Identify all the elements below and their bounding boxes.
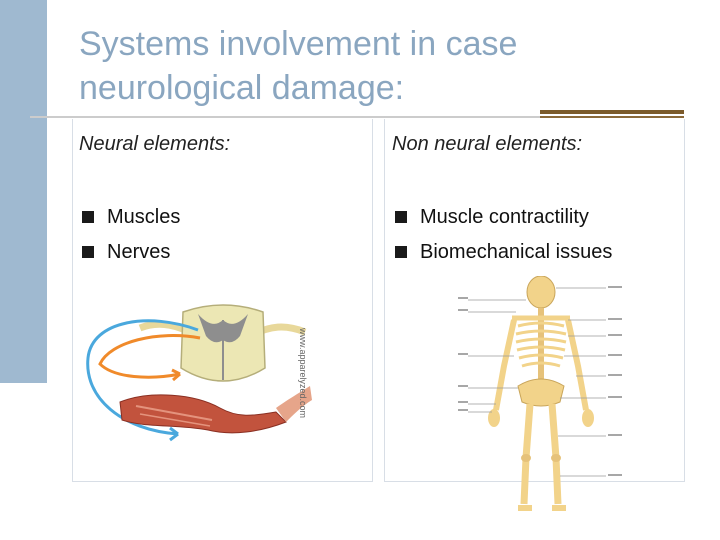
- left-column-panel: [72, 119, 373, 482]
- skeleton-illustration: [458, 276, 622, 511]
- list-item: Muscle contractility: [392, 200, 612, 235]
- list-item: Nerves: [79, 235, 180, 270]
- square-bullet-icon: [82, 211, 94, 223]
- title-divider: [30, 116, 540, 118]
- title-accent-rule: [540, 110, 684, 114]
- square-bullet-icon: [82, 246, 94, 258]
- spinal-reflex-illustration: [86, 304, 312, 442]
- non-neural-elements-list: Muscle contractility Biomechanical issue…: [392, 200, 612, 270]
- accent-bar-gap: [47, 0, 50, 383]
- bullet-text: Muscle contractility: [420, 206, 589, 228]
- right-column-panel: [384, 119, 685, 482]
- bullet-text: Nerves: [107, 241, 171, 263]
- list-item: Muscles: [79, 200, 180, 235]
- slide-title: Systems involvement in case neurological…: [79, 25, 518, 107]
- non-neural-elements-heading: Non neural elements:: [392, 133, 583, 155]
- accent-bar: [0, 0, 47, 383]
- neural-elements-list: Muscles Nerves: [79, 200, 180, 270]
- list-item: Biomechanical issues: [392, 235, 612, 270]
- watermark-text: www.apparelyzed.com: [298, 328, 308, 419]
- title-accent-rule-lower: [540, 116, 684, 118]
- image-watermark: www.apparelyzed.com: [296, 328, 308, 419]
- square-bullet-icon: [395, 246, 407, 258]
- bullet-text: Biomechanical issues: [420, 241, 613, 263]
- bullet-text: Muscles: [107, 206, 181, 228]
- square-bullet-icon: [395, 211, 407, 223]
- neural-elements-heading: Neural elements:: [79, 133, 231, 155]
